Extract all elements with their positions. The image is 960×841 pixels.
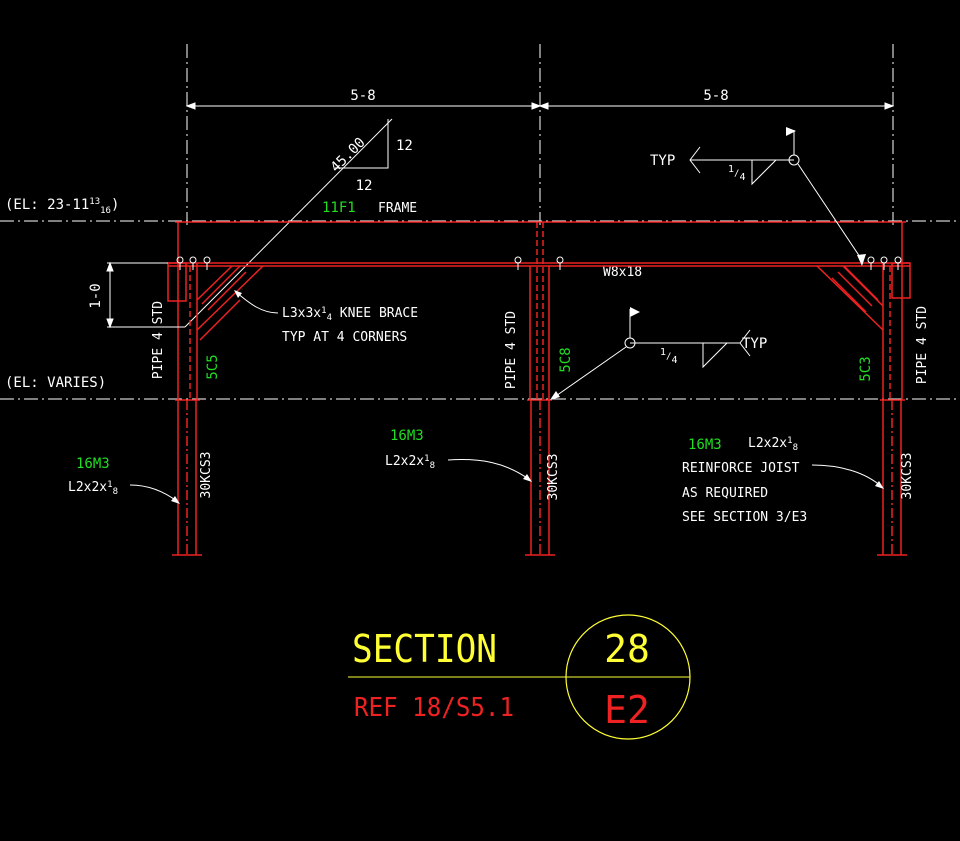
section-number: 28 — [604, 627, 650, 671]
bolt-symbols — [176, 256, 902, 270]
slope-indicator — [184, 118, 393, 328]
right-joist-note-line3: SEE SECTION 3/E3 — [682, 510, 807, 525]
left-span-dimension: 5-8 — [350, 88, 375, 104]
right-joist-arrow-icon — [875, 481, 884, 489]
section-bubble — [565, 614, 691, 740]
right-joist-angle: L2x2x18 — [748, 436, 798, 453]
height-dimension — [106, 261, 185, 329]
weld-mid-typ: TYP — [742, 336, 767, 352]
bolt-icon — [189, 256, 197, 270]
middle-joist-angle: L2x2x18 — [385, 454, 435, 471]
left-joist-size: 30KCS3 — [199, 452, 214, 499]
right-joist-size: 30KCS3 — [900, 453, 915, 500]
bolt-icon — [867, 256, 875, 270]
left-joist-mark: 16M3 — [76, 456, 110, 472]
grid-lines — [0, 44, 960, 400]
steel-frame — [167, 221, 911, 556]
knee-brace-leader — [235, 291, 279, 314]
bottom-elevation-label: (EL: VARIES) — [5, 375, 106, 391]
section-sheet: E2 — [604, 688, 650, 732]
slope-rise-label: 12 — [396, 138, 413, 154]
top-elevation-label: (EL: 23-111316) — [5, 197, 119, 216]
middle-column-mark: 5C8 — [558, 347, 574, 372]
right-joist-mark: 16M3 — [688, 437, 722, 453]
right-joist — [877, 400, 907, 556]
left-column — [167, 222, 200, 401]
weld-mid-size: 1/4 — [660, 347, 677, 366]
middle-column-pipe-label: PIPE 4 STD — [504, 311, 519, 389]
weld-top-size: 1/4 — [728, 164, 745, 183]
weld-top-flag-icon — [786, 127, 796, 136]
middle-joist-leader — [447, 459, 531, 481]
bolt-icon — [880, 256, 888, 270]
weld-top-typ: TYP — [650, 153, 675, 169]
right-joist-leader — [811, 464, 883, 488]
weld-symbol-middle — [552, 309, 751, 399]
height-dimension-label: 1-0 — [88, 283, 104, 308]
knee-brace-note-line1: L3x3x14 KNEE BRACE — [282, 306, 418, 323]
beam-size-label: W8x18 — [603, 265, 642, 280]
right-joist-note-line1: REINFORCE JOIST — [682, 461, 800, 476]
bolt-icon — [176, 256, 184, 270]
right-span-dimension: 5-8 — [703, 88, 728, 104]
knee-brace-arrow-icon — [234, 290, 242, 298]
weld-mid-arrow-icon — [550, 391, 560, 400]
bolt-icon — [203, 256, 211, 270]
title-block: SECTION REF 18/S5.1 28 E2 — [348, 614, 691, 740]
bolt-icon — [556, 256, 564, 270]
weld-symbol-top — [689, 130, 863, 261]
section-reference: REF 18/S5.1 — [354, 693, 514, 723]
left-column-pipe-label: PIPE 4 STD — [151, 301, 166, 379]
left-knee-brace — [196, 265, 264, 341]
right-knee-brace — [816, 265, 884, 331]
slope-run-label: 12 — [356, 178, 373, 194]
middle-joist-size: 30KCS3 — [546, 454, 561, 501]
right-column — [880, 222, 911, 401]
slope-angle-label: 45.00 — [328, 135, 369, 176]
middle-column — [527, 222, 552, 401]
left-joist-leader — [129, 484, 179, 503]
left-joist-angle: L2x2x18 — [68, 480, 118, 497]
bolt-icon — [514, 256, 522, 270]
middle-joist — [525, 400, 555, 556]
left-joist — [172, 400, 202, 556]
frame-mark: 11F1 — [322, 200, 356, 216]
left-column-mark: 5C5 — [205, 354, 221, 379]
middle-joist-arrow-icon — [523, 474, 532, 482]
weld-top-arrow-icon — [857, 254, 866, 266]
middle-joist-mark: 16M3 — [390, 428, 424, 444]
section-title: SECTION — [352, 627, 497, 671]
right-column-mark: 5C3 — [858, 356, 874, 381]
bolt-icon — [894, 256, 902, 270]
right-column-pipe-label: PIPE 4 STD — [915, 306, 930, 384]
right-joist-note-line2: AS REQUIRED — [682, 486, 768, 501]
left-joist-arrow-icon — [171, 496, 180, 504]
weld-mid-flag-icon — [630, 307, 640, 317]
frame-label: FRAME — [378, 201, 417, 216]
knee-brace-note-line2: TYP AT 4 CORNERS — [282, 330, 407, 345]
span-dimensions — [185, 102, 895, 110]
